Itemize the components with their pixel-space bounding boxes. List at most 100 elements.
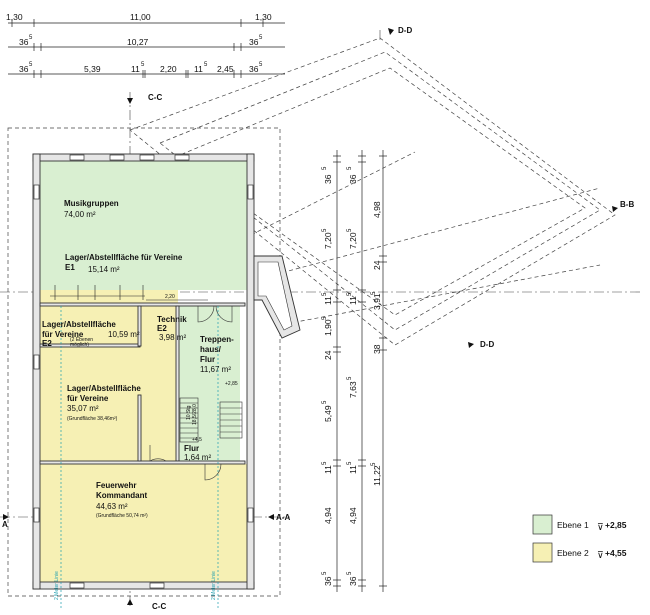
rdim-c2-4: 11 (348, 465, 358, 474)
rdim-c2-4-sup: 5 (347, 461, 353, 465)
room-e1-name: Lager/Abstellfläche für Vereine (65, 253, 183, 262)
legend: Ebene 1 ⊽ +2,85 Ebene 2 ⊽ +4,55 (532, 514, 627, 563)
room-fw-area: 44,63 m² (96, 502, 128, 511)
rdim-c1-2-sup: 5 (322, 292, 328, 296)
rdim-c3-2-sup: 5 (371, 291, 377, 295)
rdim-c1-8-sup: 5 (322, 571, 328, 575)
rdim-c1-1: 7,20 (323, 232, 333, 249)
room-lager-line1: Lager/Abstellfläche (67, 384, 141, 393)
dim-row3-b: 5,39 (84, 64, 101, 74)
room-technik-code: E2 (157, 324, 167, 333)
right-dims-col1: 36 5 7,20 5 11 5 1,90 5 24 5,49 5 11 5 4… (322, 166, 333, 586)
dim-row1-right: 1,30 (255, 12, 272, 22)
room-flur-level: +4,5 (192, 437, 202, 443)
dim-row2-right: 36 (249, 37, 259, 47)
room-flur-name: Flur (184, 444, 199, 453)
room-lager-note: (Grundfläche 38,46m²) (67, 416, 118, 422)
rdim-c2-0-sup: 5 (347, 166, 353, 170)
rdim-c3-0: 4,98 (372, 201, 382, 218)
section-cc-bottom: C-C (152, 602, 166, 611)
right-dims-col3: 4,98 24 3,91 5 38 11,22 5 (371, 201, 382, 486)
rdim-c1-5-sup: 5 (322, 400, 328, 404)
rdim-c3-4-sup: 5 (371, 462, 377, 466)
room-treppe-area: 11,67 m² (200, 365, 231, 374)
section-dd-bottom: D-D (480, 340, 494, 349)
stair-count: 10 Stg (186, 405, 192, 420)
dim-row3-f: 2,45 (217, 64, 234, 74)
rdim-c3-2: 3,91 (372, 293, 382, 310)
windows (33, 154, 254, 589)
room-lager-line2: für Vereine (67, 394, 109, 403)
room-technik-name: Technik (157, 315, 187, 324)
room-e2-note2: möglich) (70, 342, 89, 348)
staircase (179, 397, 243, 443)
room-treppe-line2: haus/ (200, 345, 222, 354)
building-fills (40, 160, 247, 582)
dim-row3-e-sup: 5 (204, 62, 208, 68)
dim-row2-right-sup: 5 (259, 35, 263, 41)
legend-swatch-ebene2 (532, 542, 553, 563)
dim-row3-g-sup: 5 (259, 62, 263, 68)
dim-row2-mid: 10,27 (127, 37, 149, 47)
room-fw-line1: Feuerwehr (96, 481, 136, 490)
legend-level-ebene1: +2,85 (605, 520, 627, 530)
legend-swatch-ebene1 (532, 514, 553, 535)
rdim-c2-3: 7,63 (348, 381, 358, 398)
room-e1-area: 15,14 m² (88, 265, 120, 274)
doors (149, 305, 233, 481)
dim-row3-a: 36 (19, 64, 29, 74)
dim-row1-left: 1,30 (6, 12, 23, 22)
room-e2-area: 10,59 m² (108, 330, 140, 339)
dim-row3-a-sup: 5 (29, 62, 33, 68)
room-lager-area: 35,07 m² (67, 404, 99, 413)
vertical-dim-lines (333, 150, 387, 592)
section-dd-top: D-D (398, 26, 412, 35)
rdim-c1-6-sup: 5 (322, 461, 328, 465)
room-e2-line2: für Vereine (42, 330, 84, 339)
rdim-c3-1: 24 (372, 260, 382, 270)
room-technik-area: 3,98 m² (159, 333, 186, 342)
dim-row2-left-sup: 5 (29, 35, 33, 41)
room-fw-line2: Kommandant (96, 491, 147, 500)
room-treppe-line1: Treppen- (200, 335, 234, 344)
room-e1-code: E1 (65, 263, 75, 272)
dim-row3-d: 2,20 (160, 64, 177, 74)
room-treppe-line3: Flur (200, 355, 215, 364)
rdim-c3-3: 38 (372, 344, 382, 354)
rdim-c1-0: 36 (323, 174, 333, 184)
rdim-c2-3-sup: 5 (347, 376, 353, 380)
dim-row1-mid: 11,00 (130, 12, 151, 22)
room-musik-name: Musikgruppen (64, 199, 119, 208)
right-dims-col2: 36 5 7,20 5 11 5 7,63 5 11 5 4,94 36 5 (347, 166, 358, 586)
dim-row3-g: 36 (249, 64, 259, 74)
top-dimension-rows (8, 19, 285, 78)
room-e2-code: E2 (42, 339, 52, 348)
rdim-c2-6: 36 (348, 576, 358, 586)
inner-dim-220: 2,20 (165, 294, 175, 300)
storage-arrows (50, 285, 145, 300)
room-musik-area: 74,00 m² (64, 210, 96, 219)
room-fw-note: (Grundfläche 50,74 m²) (96, 513, 148, 519)
rdim-c1-6: 11 (323, 465, 333, 474)
rdim-c2-2: 11 (348, 296, 358, 305)
rdim-c1-4: 24 (323, 350, 333, 360)
stair-size: 18,5/28,0 (192, 404, 198, 425)
rdim-c1-2: 11 (323, 296, 333, 305)
rdim-c3-4: 11,22 (372, 465, 382, 486)
rdim-c2-6-sup: 5 (347, 571, 353, 575)
rdim-c1-7: 4,94 (323, 507, 333, 524)
meter-line-label-right: 2 Meter Linie (211, 571, 217, 600)
legend-label-ebene2: Ebene 2 (557, 548, 589, 558)
rdim-c1-5: 5,49 (323, 405, 333, 422)
rdim-c2-2-sup: 5 (347, 292, 353, 296)
legend-level-symbol-1: ⊽ (597, 522, 604, 532)
two-meter-lines (60, 306, 219, 610)
rdim-c2-1: 7,20 (348, 232, 358, 249)
rdim-c2-5: 4,94 (348, 507, 358, 524)
section-bb: B-B (620, 200, 634, 209)
section-aa-right: A-A (276, 513, 290, 522)
room-e2-note1: (2 Ebenen (70, 337, 93, 343)
dim-row3-c-sup: 5 (141, 62, 145, 68)
dashed-outlines (7, 37, 616, 597)
